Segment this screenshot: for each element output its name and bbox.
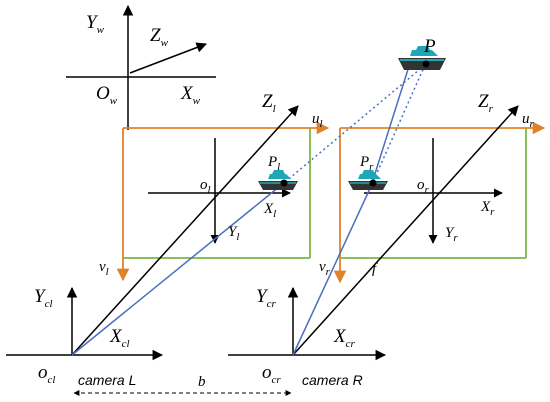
left-z-label: Zl: [262, 91, 276, 115]
right-camera-x-label: Xcr: [333, 326, 355, 350]
right-camera-frame: [228, 286, 387, 361]
world-z-axis: [129, 42, 207, 74]
left-camera-x-label: Xcl: [109, 326, 130, 350]
left-image-x-label: Xl: [263, 201, 276, 220]
right-v-label: vr: [319, 259, 331, 278]
baseline-label: b: [198, 374, 206, 390]
right-z-label: Zr: [478, 91, 494, 115]
focal-length-label: f: [372, 261, 378, 277]
right-ray-solid: [292, 181, 374, 356]
left-camera-y-label: Ycl: [34, 286, 53, 310]
world-x-label: Xw: [180, 83, 201, 107]
world-frame: [66, 4, 216, 130]
left-image-point-label: Pl: [267, 154, 280, 173]
left-camera-origin-label: ocl: [38, 362, 55, 386]
left-ray-solid: [71, 181, 286, 356]
right-camera-y-label: Ycr: [256, 286, 276, 310]
right-image-point-label: Pr: [359, 154, 374, 173]
left-image-y-label: Yl: [228, 224, 239, 243]
right-ray-dotted: [372, 64, 426, 183]
left-u-label: ul: [312, 111, 323, 130]
boat-icon-pr: [348, 170, 388, 190]
right-optical-axis: [292, 105, 519, 356]
projection-rays: [71, 62, 426, 356]
boat-icon-pl: [258, 170, 298, 190]
world-y-label: Yw: [86, 12, 105, 36]
right-image-origin-label: or: [417, 177, 430, 196]
right-image-plane: [333, 121, 546, 284]
right-u-label: ur: [522, 111, 535, 130]
right-camera-origin-label: ocr: [262, 362, 281, 386]
world-z-label: Zw: [150, 25, 169, 49]
world-origin-label: Ow: [96, 83, 118, 107]
left-ray-dotted: [284, 64, 426, 183]
left-image-plane: [116, 121, 330, 282]
right-image-y-label: Yr: [445, 225, 458, 244]
right-camera-caption: camera R: [302, 372, 363, 388]
right-image-x-label: Xr: [480, 199, 495, 218]
left-optical-axis: [71, 105, 299, 356]
left-image-origin-label: ol: [200, 177, 211, 196]
left-v-label: vl: [99, 259, 109, 278]
left-camera-caption: camera L: [78, 372, 136, 388]
boat-icon-p: [398, 46, 446, 70]
point-p-label: P: [423, 36, 436, 57]
left-camera-frame: [6, 286, 164, 361]
right-ray-to-pr: [372, 62, 411, 181]
